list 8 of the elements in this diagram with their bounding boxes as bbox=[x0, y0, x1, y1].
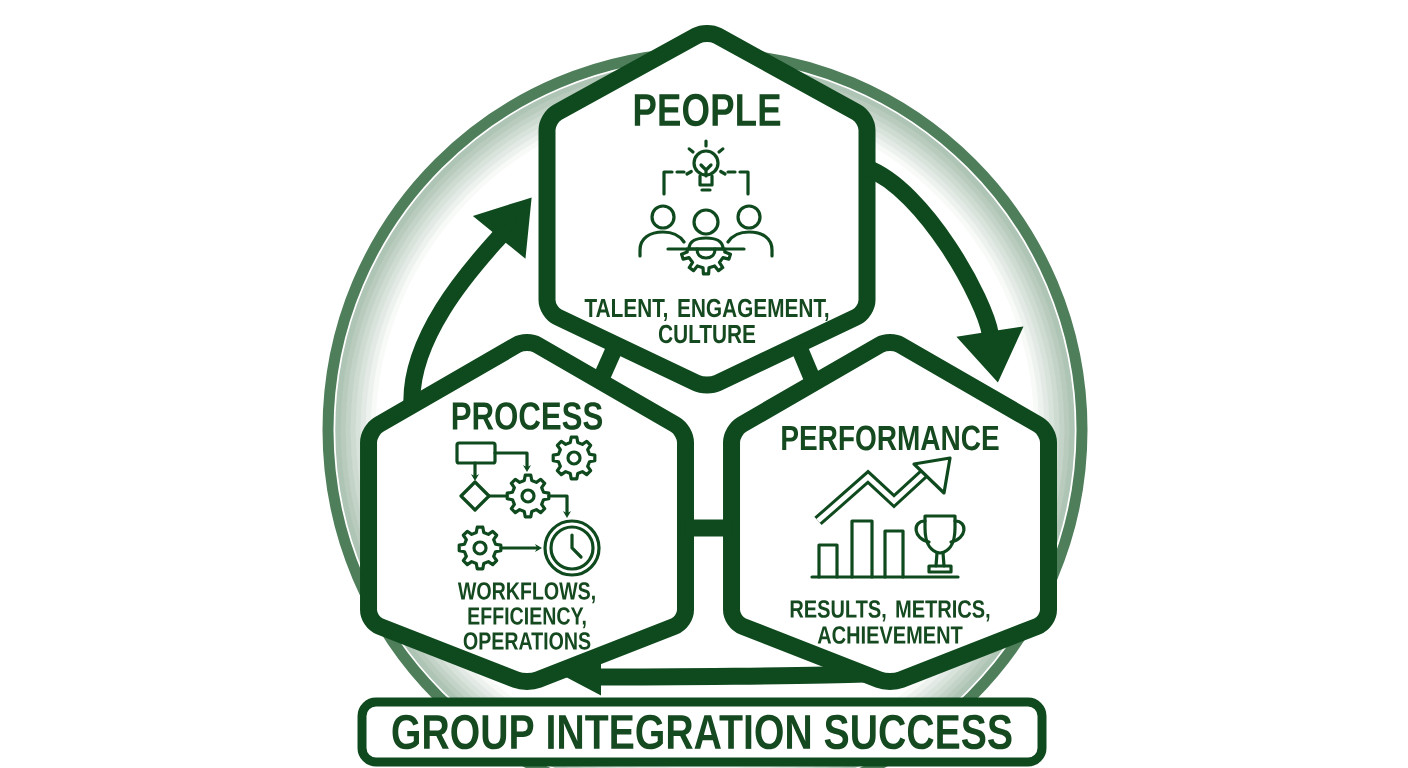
heading: PROCESS bbox=[452, 402, 603, 430]
banner: GROUP INTEGRATION SUCCESS bbox=[357, 697, 1047, 767]
body-text: WORKFLOWS, EFFICIENCY, OPERATIONS bbox=[457, 582, 595, 650]
heading: PEOPLE bbox=[634, 93, 781, 127]
heading: PERFORMANCE bbox=[782, 425, 999, 451]
hexagon bbox=[538, 24, 876, 394]
body-text: TALENT, ENGAGEMENT, CULTURE bbox=[584, 298, 829, 344]
body-text: RESULTS, METRICS, ACHIEVEMENT bbox=[790, 600, 990, 644]
